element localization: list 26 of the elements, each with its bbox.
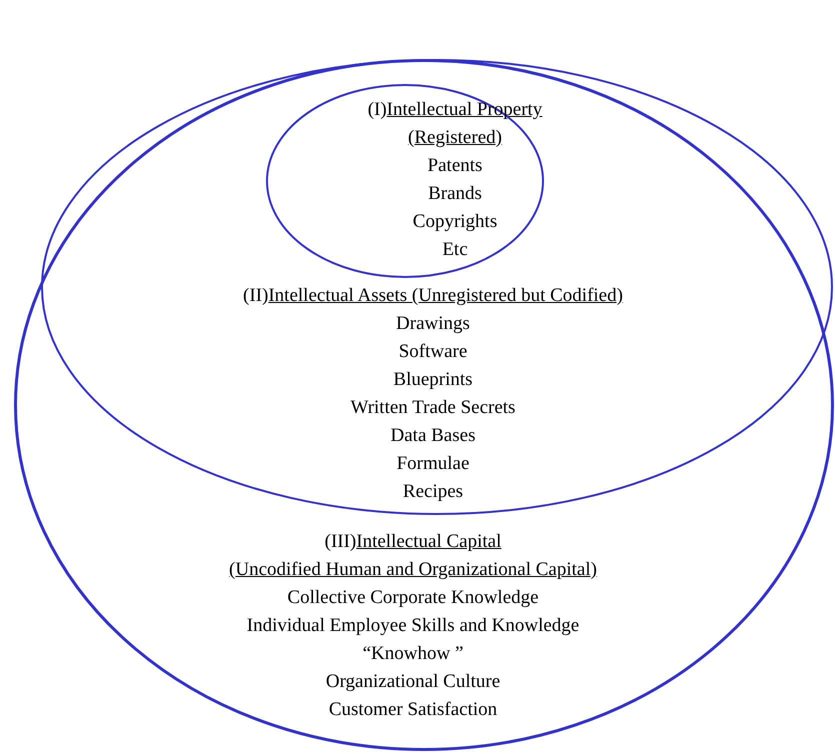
ellipse-region xyxy=(14,59,834,751)
list-item: Blueprints xyxy=(393,369,473,390)
list-item: Brands xyxy=(428,183,482,204)
heading-number: (I) xyxy=(368,99,387,120)
heading-number: (III) xyxy=(324,531,356,552)
list-item: “Knowhow ” xyxy=(362,643,464,664)
heading-number: (II) xyxy=(243,285,268,306)
heading-text: Intellectual Assets (Unregistered but Codified) xyxy=(268,285,623,306)
ellipse-region xyxy=(266,84,544,278)
list-item: Etc xyxy=(442,239,468,260)
list-item: Collective Corporate Knowledge xyxy=(287,587,539,608)
list-item: Drawings xyxy=(396,313,470,334)
heading-text: (Uncodified Human and Organizational Capital) xyxy=(229,559,597,580)
list-item: Written Trade Secrets xyxy=(350,397,516,418)
list-item: Formulae xyxy=(396,453,470,474)
list-item: Data Bases xyxy=(390,425,476,446)
list-item: Copyrights xyxy=(412,211,498,232)
list-item: Customer Satisfaction xyxy=(328,699,498,720)
list-item: Software xyxy=(398,341,468,362)
ellipse-region xyxy=(41,59,833,515)
list-item: Individual Employee Skills and Knowledge xyxy=(246,615,580,636)
list-item: Recipes xyxy=(402,481,464,502)
list-item: Organizational Culture xyxy=(326,671,500,692)
list-item: Patents xyxy=(428,155,482,176)
heading-text: (Registered) xyxy=(408,127,502,148)
heading-text: Intellectual Capital xyxy=(356,531,502,552)
